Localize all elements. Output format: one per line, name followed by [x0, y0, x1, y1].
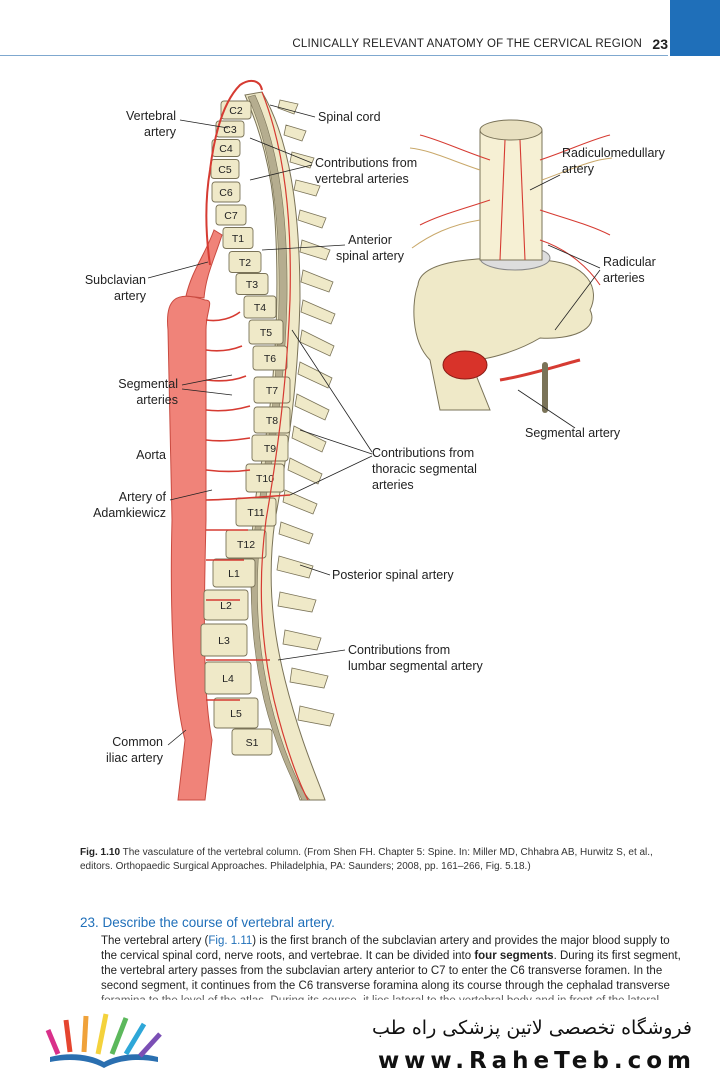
label-adamkiewicz-2: Adamkiewicz [93, 506, 166, 520]
label-vertebral-artery-2: artery [144, 125, 177, 139]
vertebral-body-l1 [212, 558, 256, 588]
label-contrib-vertebral-1: Contributions from [315, 156, 417, 170]
vertebra-label-t7: T7 [266, 385, 278, 397]
label-contrib-lumbar-2: lumbar segmental artery [348, 659, 484, 673]
vertebral-body-c4 [211, 139, 241, 157]
vertebra-label-c6: C6 [219, 187, 233, 199]
leader-lines [147, 104, 601, 746]
store-name: فروشگاه تخصصی لاتین پزشکی راه طب [372, 1017, 692, 1039]
vertebra-label-t10: T10 [256, 473, 274, 485]
label-contrib-thoracic-2: thoracic segmental [372, 462, 477, 476]
vertebral-body-l4 [204, 661, 252, 695]
chapter-color-tab [670, 0, 720, 56]
label-aorta: Aorta [136, 448, 166, 462]
header-rule [0, 55, 668, 56]
vertebra-label-t3: T3 [246, 279, 258, 291]
vertebra-label-c7: C7 [224, 210, 238, 222]
label-subclavian-1: Subclavian [85, 273, 146, 287]
vertebra-label-l2: L2 [220, 600, 232, 612]
segmental-artery-branches [205, 311, 291, 701]
page-number: 23 [652, 36, 668, 52]
label-spinal-cord: Spinal cord [318, 110, 381, 124]
vertebral-body-t5 [248, 319, 284, 345]
caption-text: The vasculature of the vertebral column.… [80, 847, 653, 872]
para-bold: four segments [474, 950, 554, 962]
vertebral-body-t2 [228, 251, 262, 273]
vertebra-label-l3: L3 [218, 635, 230, 647]
figure-link[interactable]: Fig. 1.11 [208, 935, 253, 947]
vertebral-body-l2 [203, 589, 249, 621]
label-posterior-spinal: Posterior spinal artery [332, 568, 454, 582]
vertebral-body-s1 [231, 728, 273, 756]
vertebra-label-l1: L1 [228, 568, 240, 580]
vertebra-label-t5: T5 [260, 327, 272, 339]
inset-cross-section [409, 119, 613, 413]
vertebral-body-c6 [211, 181, 241, 203]
para-text-a: The vertebral artery ( [101, 935, 209, 947]
label-anterior-spinal-2: spinal artery [336, 249, 405, 263]
vertebral-body-t1 [222, 227, 254, 249]
label-common-iliac-1: Common [112, 735, 163, 749]
vertebral-body-c7 [215, 204, 247, 226]
vertebra-label-l5: L5 [230, 708, 242, 720]
figure-illustration: C2C3C4C5C6C7T1T2T3T4T5T6T7T8T9T10T11T12L… [85, 79, 666, 801]
label-contrib-lumbar-1: Contributions from [348, 643, 450, 657]
caption-label: Fig. 1.10 [80, 847, 121, 858]
aorta-shape [166, 295, 213, 801]
anterior-spinal-artery-line [260, 91, 309, 801]
spinous-processes [276, 99, 336, 727]
vertebra-label-t9: T9 [264, 443, 276, 455]
label-adamkiewicz-1: Artery of [119, 490, 167, 504]
vertebral-artery-line [205, 79, 263, 266]
vertebral-body-c2 [220, 100, 252, 120]
vertebral-body-c3 [215, 120, 245, 138]
vertebral-body-t9 [251, 434, 289, 462]
subclavian-shape [185, 229, 223, 299]
vertebra-label-t2: T2 [239, 257, 251, 269]
vertebra-label-s1: S1 [246, 737, 259, 749]
label-segmental-arteries-1: Segmental [118, 377, 178, 391]
book-logo-icon [45, 1013, 162, 1068]
vertebra-label-t4: T4 [254, 302, 266, 314]
label-radicular-2: arteries [603, 271, 645, 285]
label-subclavian-2: artery [114, 289, 147, 303]
label-vertebral-artery-1: Vertebral [126, 109, 176, 123]
vertebra-label-t11: T11 [247, 507, 264, 519]
store-url[interactable]: www.RaheTeb.com [377, 1048, 696, 1074]
label-radiculomedullary-2: artery [562, 162, 595, 176]
vertebra-label-t6: T6 [264, 353, 276, 365]
vertebra-label-c5: C5 [218, 164, 232, 176]
label-contrib-vertebral-2: vertebral arteries [315, 172, 409, 186]
vertebral-body-t7 [253, 376, 291, 404]
vertebral-body-t4 [243, 295, 277, 319]
vertebral-bodies: C2C3C4C5C6C7T1T2T3T4T5T6T7T8T9T10T11T12L… [200, 100, 291, 756]
vertebral-body-t3 [235, 273, 269, 295]
label-anterior-spinal-1: Anterior [348, 233, 392, 247]
label-segmental-arteries-2: arteries [136, 393, 178, 407]
vertebra-label-t8: T8 [266, 415, 278, 427]
vertebral-body-t10 [245, 463, 285, 493]
label-radicular-1: Radicular [603, 255, 656, 269]
vertebra-label-t12: T12 [237, 539, 255, 551]
label-contrib-thoracic-3: arteries [372, 478, 414, 492]
label-common-iliac-2: iliac artery [106, 751, 164, 765]
label-contrib-thoracic-1: Contributions from [372, 446, 474, 460]
vertebra-label-l4: L4 [222, 673, 234, 685]
vertebra-label-c4: C4 [219, 143, 233, 155]
label-segmental-artery: Segmental artery [525, 426, 621, 440]
section-question: 23. Describe the course of vertebral art… [80, 915, 335, 930]
vertebral-body-l3 [200, 623, 248, 657]
vertebra-label-c2: C2 [229, 105, 243, 117]
label-radiculomedullary-1: Radiculomedullary [562, 146, 666, 160]
vertebral-body-l5 [213, 697, 259, 729]
running-head: CLINICALLY RELEVANT ANATOMY OF THE CERVI… [292, 38, 642, 50]
para-text-b: ) is the first branch of the subclavian … [101, 935, 670, 962]
vertebra-label-t1: T1 [232, 233, 244, 245]
figure-caption: Fig. 1.10 The vasculature of the vertebr… [80, 846, 680, 874]
vertebra-label-c3: C3 [223, 124, 237, 136]
